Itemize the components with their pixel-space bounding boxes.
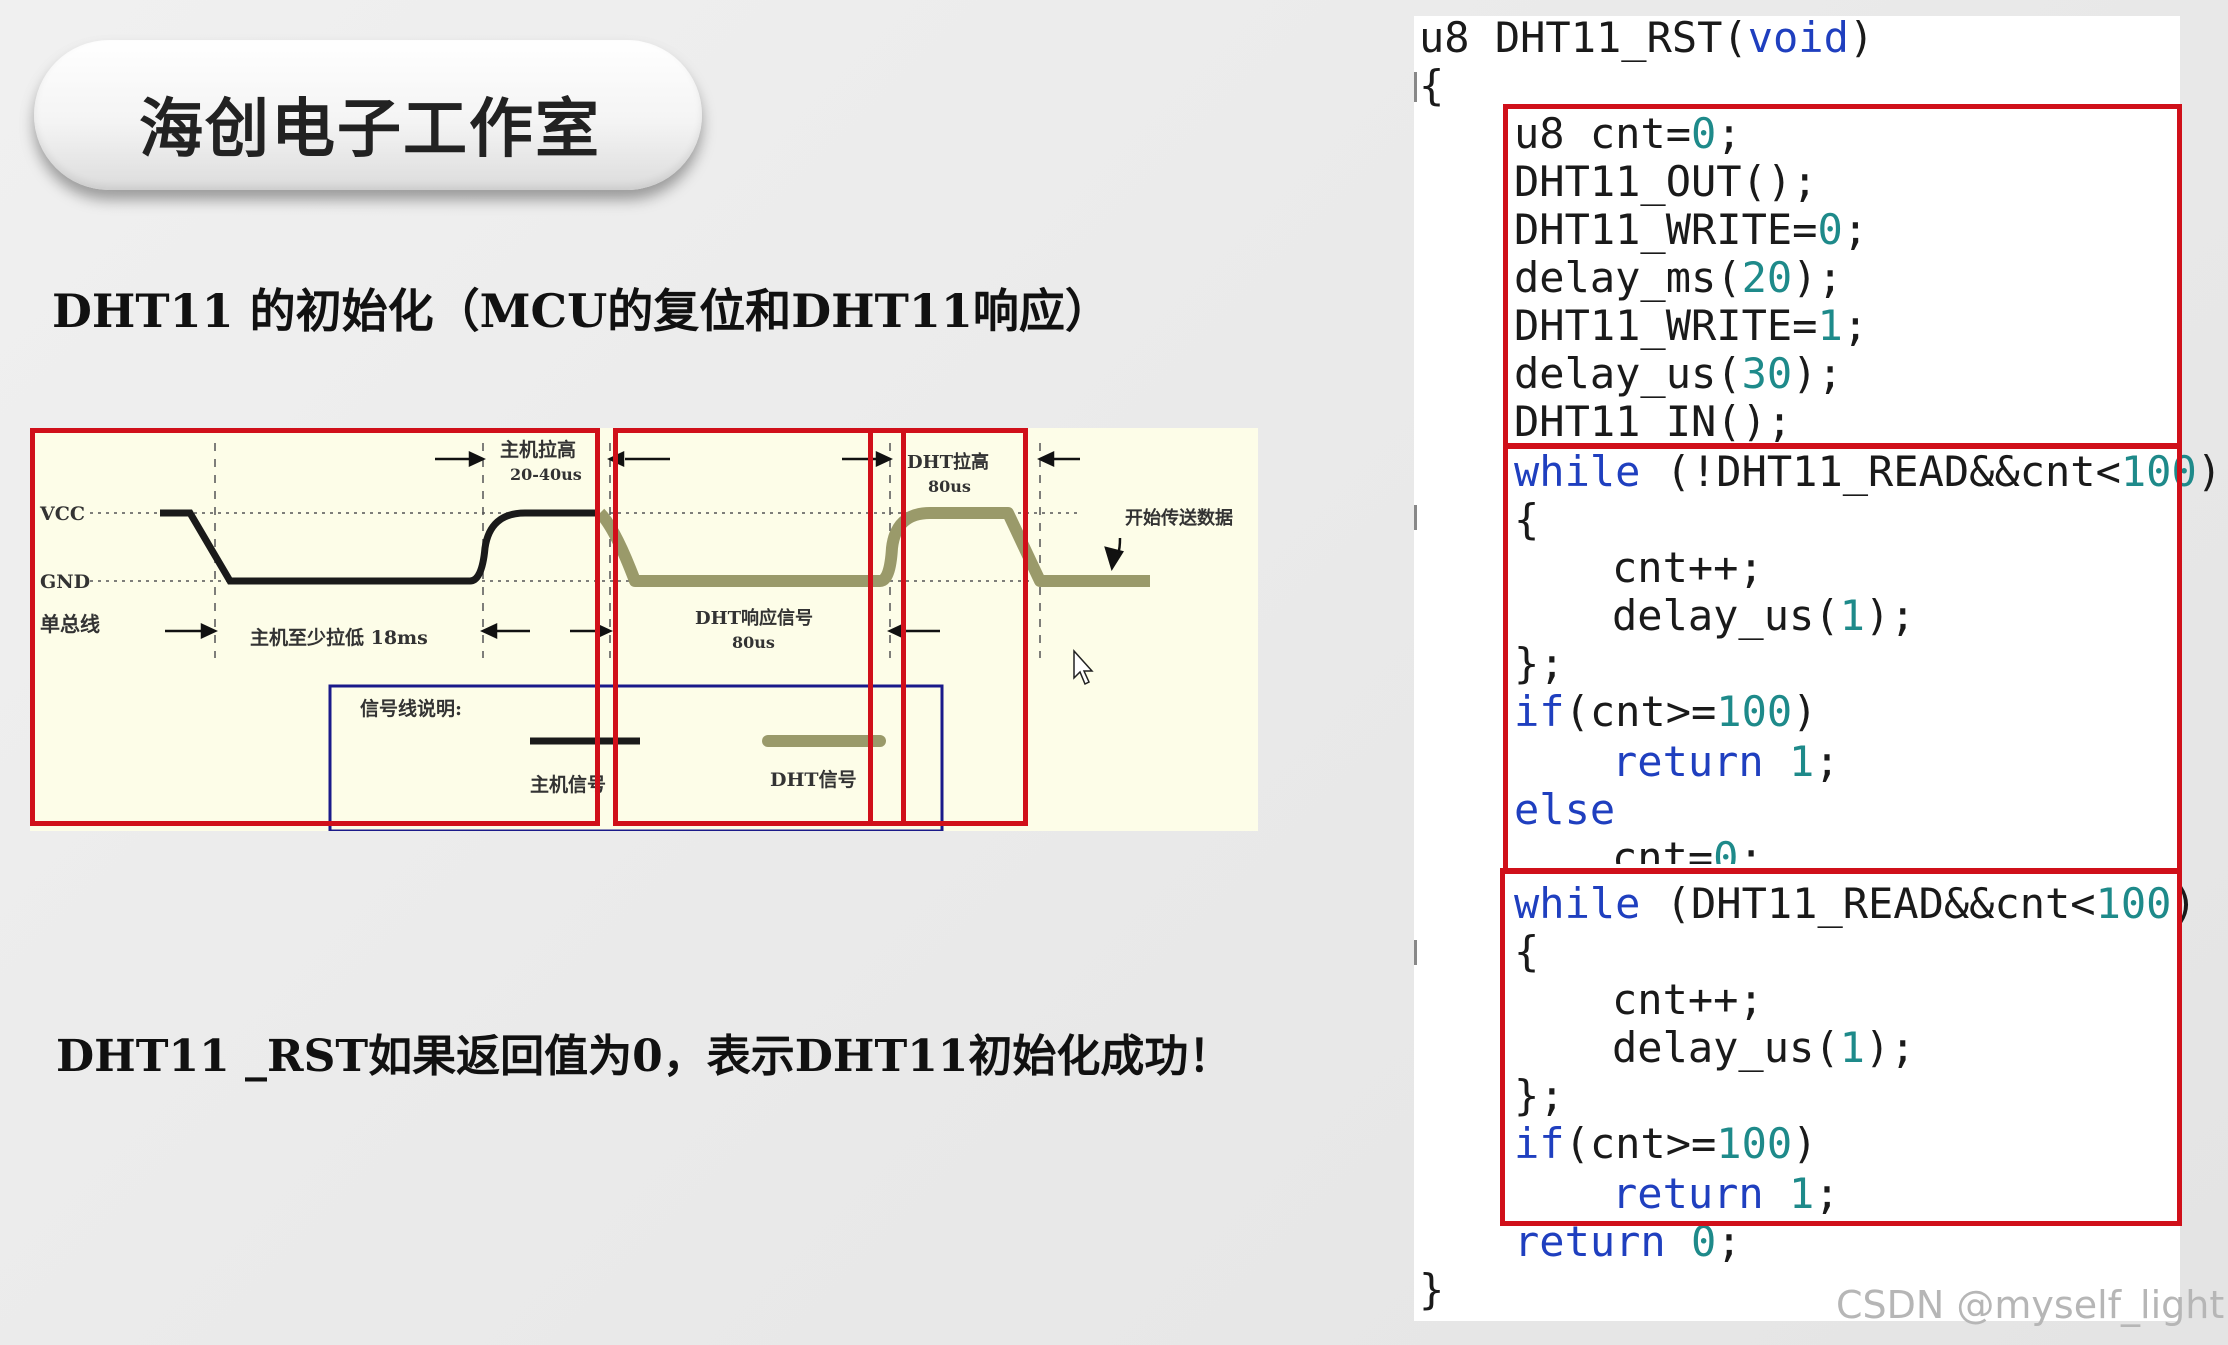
code-line: DHT11_IN(); <box>1514 397 1793 446</box>
code-line: { <box>1514 927 1540 976</box>
code-line: }; <box>1514 1071 1565 1120</box>
code-panel <box>1414 16 2180 1321</box>
host-pull-high-label: 主机拉高 <box>500 438 576 461</box>
dht-pull-high-label: DHT拉高 <box>907 451 989 473</box>
code-line: DHT11_OUT(); <box>1514 157 1818 206</box>
page-heading: DHT11 的初始化（MCU的复位和DHT11响应） <box>52 284 1111 338</box>
code-line: { <box>1514 495 1540 544</box>
brand-title: 海创电子工作室 <box>139 93 601 167</box>
gutter-mark <box>1414 505 1417 530</box>
code-line: delay_ms(20); <box>1514 253 1843 302</box>
highlight-box-dht-pull-high <box>868 428 1028 826</box>
legend-title: 信号线说明: <box>360 697 462 720</box>
code-line: else <box>1514 785 1616 834</box>
code-line-open-brace: { <box>1419 61 1445 110</box>
bus-label: 单总线 <box>40 612 100 636</box>
legend-box <box>328 684 944 831</box>
timing-diagram: VCC GND 单总线 主机拉高 20-40us DHT拉高 80us 开始传送… <box>30 428 1258 831</box>
gutter-mark <box>1414 940 1417 965</box>
result-note: DHT11 _RST如果返回值为0，表示DHT11初始化成功！ <box>56 1031 1233 1082</box>
dht-pull-high-time: 80us <box>928 477 971 496</box>
highlight-box-wait-high-code <box>1500 868 2182 1226</box>
code-line: DHT11_WRITE=0; <box>1514 205 1869 254</box>
highlight-box-reset-code <box>1503 104 2182 448</box>
host-pull-low-label: 主机至少拉低 18ms <box>250 626 428 649</box>
code-line: while (!DHT11_READ&&cnt<100) <box>1514 447 2223 496</box>
highlight-box-host-reset <box>30 428 600 826</box>
code-line: cnt++; <box>1612 975 1764 1024</box>
highlight-box-dht-response <box>613 428 906 826</box>
code-line: return 1; <box>1612 1169 1840 1218</box>
code-line: return 1; <box>1612 737 1840 786</box>
gutter-mark <box>1414 72 1417 102</box>
code-line: while (DHT11_READ&&cnt<100) <box>1514 879 2197 928</box>
code-line: cnt=0; <box>1612 834 1764 864</box>
code-line: DHT11_WRITE=1; <box>1514 301 1869 350</box>
brand-banner: 海创电子工作室 <box>34 40 702 190</box>
code-line: if(cnt>=100) <box>1514 687 1818 736</box>
code-line: cnt++; <box>1612 543 1764 592</box>
start-transfer-label: 开始传送数据 <box>1125 507 1233 529</box>
code-line: }; <box>1514 639 1565 688</box>
code-line: delay_us(1); <box>1612 1023 1916 1072</box>
vcc-label: VCC <box>39 503 85 525</box>
code-line-signature: u8 DHT11_RST(void) <box>1419 13 1875 62</box>
dht-response-label: DHT响应信号 <box>695 607 813 629</box>
legend-host-label: 主机信号 <box>530 773 606 796</box>
code-line: u8 cnt=0; <box>1514 109 1742 158</box>
dht-response-time: 80us <box>732 633 775 652</box>
highlight-box-wait-low-code <box>1503 444 2182 874</box>
legend-dht-label: DHT信号 <box>770 768 857 791</box>
host-signal-trace <box>160 509 600 585</box>
code-line: if(cnt>=100) <box>1514 1119 1818 1168</box>
watermark: CSDN @myself_light <box>1836 1283 2225 1327</box>
host-pull-high-time: 20-40us <box>510 465 582 484</box>
code-line: delay_us(1); <box>1612 591 1916 640</box>
code-line-close-brace: } <box>1419 1265 1445 1314</box>
gnd-label: GND <box>40 571 90 593</box>
code-line: delay_us(30); <box>1514 349 1843 398</box>
cursor-icon <box>1073 649 1094 686</box>
